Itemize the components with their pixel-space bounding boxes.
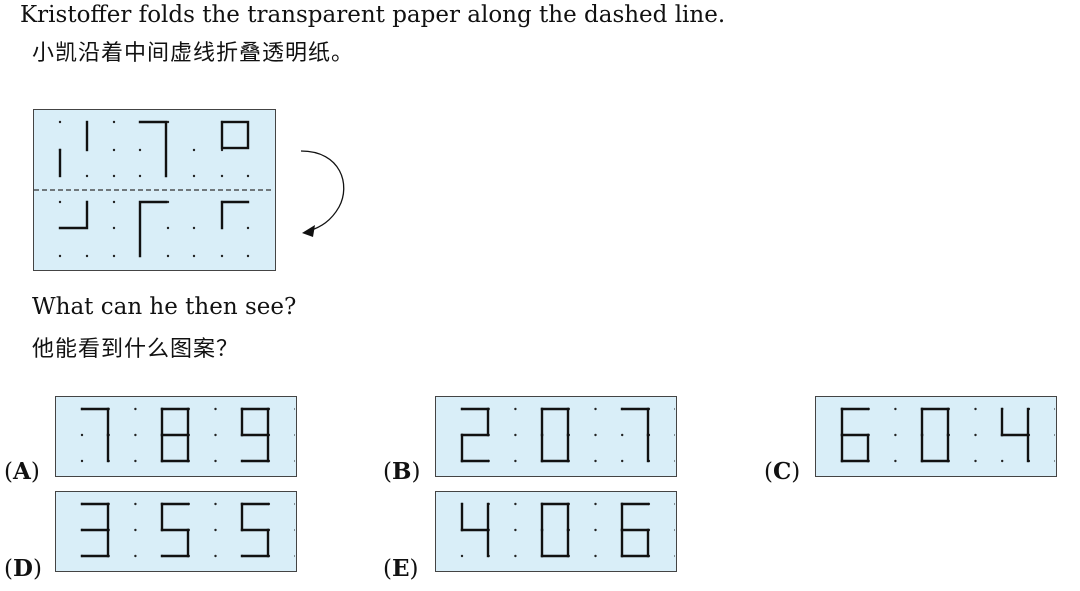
digit-4 (1000, 407, 1030, 463)
option-label: (B) (383, 458, 421, 485)
option-label: (E) (383, 555, 419, 582)
digit-pattern-207 (460, 407, 675, 463)
paper-drawing (34, 120, 274, 258)
question-line-chinese: 小凯沿着中间虚线折叠透明纸。 (32, 41, 355, 66)
digit-7 (80, 407, 110, 463)
option-label: (A) (4, 458, 40, 485)
digit-9 (240, 407, 270, 463)
digit-2 (460, 407, 490, 463)
question-line-english: Kristoffer folds the transparent paper a… (20, 2, 726, 28)
option-display (815, 396, 1057, 477)
digit-0 (920, 407, 950, 463)
option-label: (C) (764, 458, 801, 485)
digit-6 (840, 407, 870, 463)
digit-pattern-355 (80, 502, 295, 558)
digit-4 (460, 502, 490, 558)
digit-pattern-406 (460, 502, 675, 558)
option-display (55, 396, 297, 477)
prompt-chinese: 他能看到什么图案？ (32, 337, 240, 362)
digit-0 (540, 502, 570, 558)
digit-0 (540, 407, 570, 463)
option-label: (D) (4, 555, 42, 582)
digit-pattern-604 (840, 407, 1055, 463)
option-display (435, 396, 677, 477)
digit-pattern-789 (80, 407, 295, 463)
digit-5 (160, 502, 190, 558)
option-display (55, 491, 297, 572)
option-display (435, 491, 677, 572)
fold-arrow-icon (300, 150, 345, 237)
digit-8 (160, 407, 190, 463)
transparent-paper-figure (33, 109, 276, 271)
prompt-english: What can he then see? (32, 294, 297, 320)
digit-6 (620, 502, 650, 558)
digit-5 (240, 502, 270, 558)
digit-7 (620, 407, 650, 463)
digit-3 (80, 502, 110, 558)
